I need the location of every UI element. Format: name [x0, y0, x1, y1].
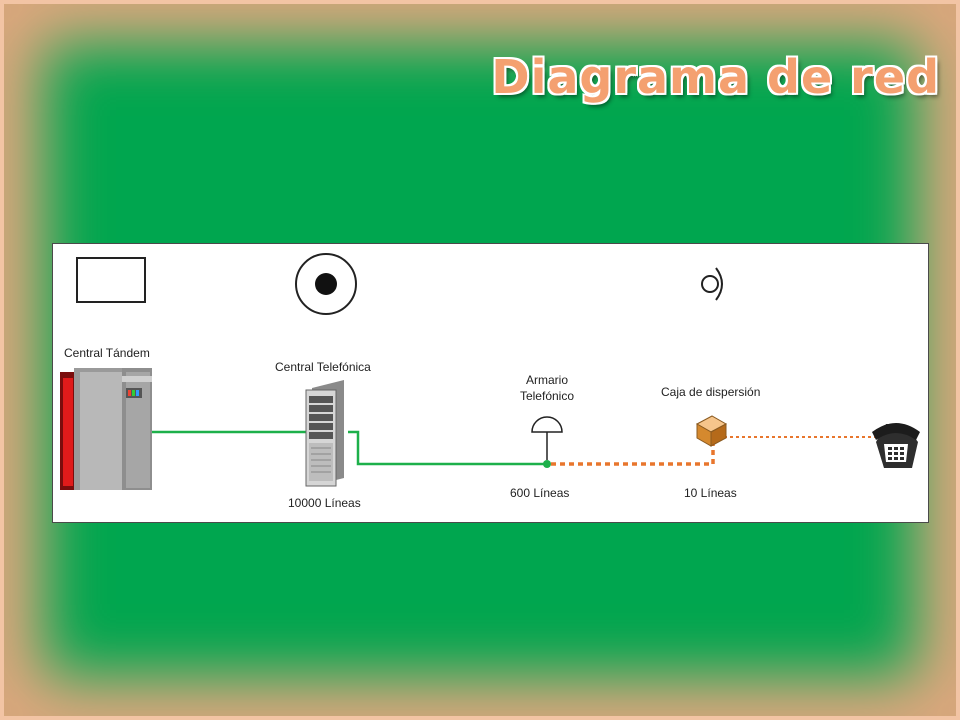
central-capacity-label: 10000 Líneas [288, 496, 361, 510]
link-central-armario [348, 430, 547, 466]
network-diagram-panel [52, 243, 929, 523]
central-telefonica-label: Central Telefónica [275, 360, 371, 374]
slide-title: Diagrama de red [491, 50, 940, 104]
central-telefonica-server-icon [305, 380, 344, 487]
link-armario-caja [551, 440, 715, 466]
tandem-label: Central Tándem [64, 346, 150, 360]
armario-capacity-label: 600 Líneas [510, 486, 570, 500]
caja-label: Caja de dispersión [661, 385, 761, 399]
armario-label-line1: Armario [525, 373, 568, 387]
caja-capacity-label: 10 Líneas [684, 486, 737, 500]
telephone-icon [872, 423, 920, 468]
tandem-switch-icon [60, 368, 152, 490]
armario-label-line2: Telefónico [519, 389, 575, 403]
caja-dispersion-box-icon [695, 415, 728, 447]
legend-dispersion-symbol [701, 267, 723, 301]
armario-junction-dot [543, 460, 551, 468]
armario-telefonico-icon [531, 416, 563, 460]
legend-central-symbol [295, 253, 357, 315]
legend-rectangle-symbol [76, 257, 146, 303]
